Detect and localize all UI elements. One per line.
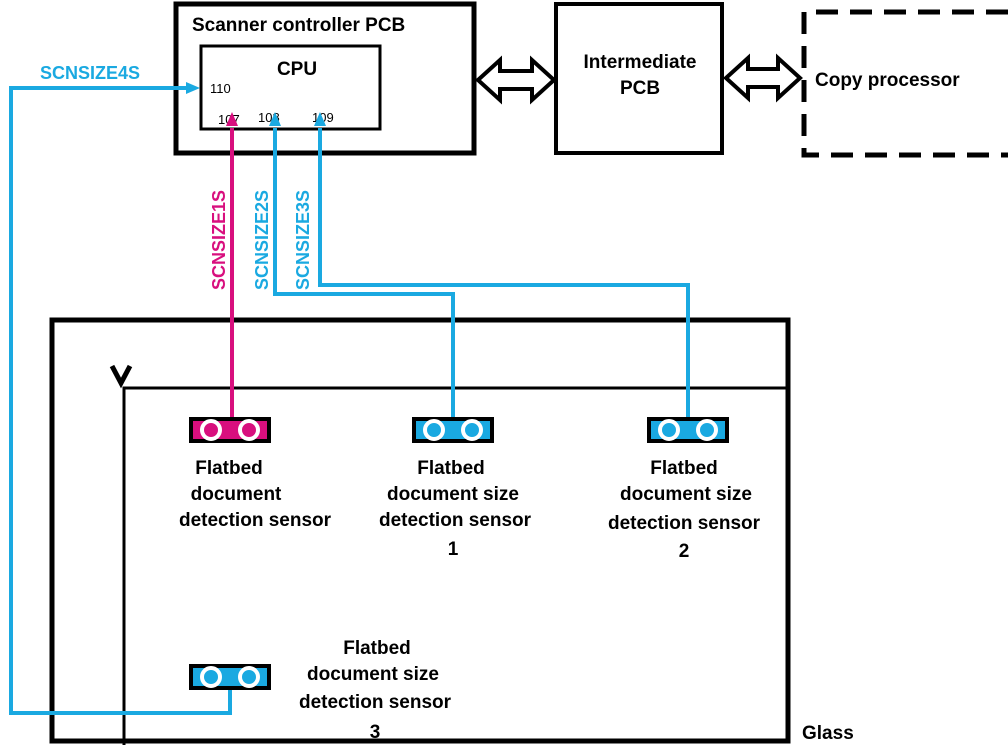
sensor-size-1-label-line2: document size [387, 484, 519, 505]
signal-label-scnsize3s: SCNSIZE3S [293, 190, 313, 290]
copy-processor-label: Copy processor [815, 70, 960, 91]
pin-110: 110 [210, 81, 231, 96]
scanner-body-box [49, 317, 791, 744]
sensor-size-3-label-line3: detection sensor [299, 692, 452, 713]
sensor-size-3 [189, 664, 271, 690]
cpu-box [199, 44, 382, 131]
sensor-detection-led-left [200, 419, 222, 441]
signal-label-scnsize1s: SCNSIZE1S [209, 190, 229, 290]
sensor-size-1-label-line4: 1 [448, 539, 459, 560]
wire-scnsize2s [273, 128, 455, 420]
intermediate-pcb-box [554, 2, 724, 155]
signal-label-scnsize4s: SCNSIZE4S [40, 63, 140, 83]
sensor-size-2-label-line2: document size [620, 484, 752, 505]
sensor-size-3-label-line4: 3 [370, 722, 381, 743]
scanner-controller-pcb-label: Scanner controller PCB [192, 15, 405, 36]
sensor-size-3-label: Flatbed document size detection sensor 3 [299, 638, 452, 743]
sensor-detection-led-right [238, 419, 260, 441]
sensor-size-3-led-right [238, 666, 260, 688]
sensor-size-2 [647, 417, 729, 443]
wire-scnsize3s [318, 128, 690, 420]
glass-label: Glass [802, 723, 854, 744]
sensor-detection-label-line1: Flatbed [195, 458, 263, 479]
signal-label-scnsize2s: SCNSIZE2S [252, 190, 272, 290]
sensor-size-1-led-right [461, 419, 483, 441]
sensor-detection-label: Flatbed document detection sensor [179, 458, 332, 531]
sensor-detection-label-line3: detection sensor [179, 510, 332, 531]
wire-scnsize4s [9, 86, 232, 715]
sensor-size-1-led-left [423, 419, 445, 441]
sensor-size-3-label-line1: Flatbed [343, 638, 411, 659]
glass-corner-mark [109, 364, 133, 389]
wire-scnsize1s-arrowhead [226, 112, 238, 126]
sensor-size-2-label-line1: Flatbed [650, 458, 718, 479]
sensor-size-2-led-right [696, 419, 718, 441]
wire-scnsize3s-arrowhead [314, 112, 326, 126]
sensor-size-2-label-line4: 2 [679, 541, 690, 562]
glass-outline [122, 386, 788, 745]
scanner-controller-pcb-box [173, 1, 477, 156]
sensor-size-2-led-left [658, 419, 680, 441]
sensor-size-2-label: Flatbed document size detection sensor 2 [608, 458, 761, 562]
wire-scnsize4s-arrowhead [186, 82, 200, 94]
sensor-size-2-label-line3: detection sensor [608, 513, 761, 534]
sensor-detection [189, 417, 271, 443]
sensor-detection-label-line2: document [191, 484, 282, 505]
connector-arrow-pcb-intermediate [475, 55, 557, 105]
sensor-size-1-label-line1: Flatbed [417, 458, 485, 479]
sensor-size-1 [412, 417, 494, 443]
sensor-size-3-led-left [200, 666, 222, 688]
intermediate-pcb-label-line1: Intermediate [584, 52, 697, 73]
connector-arrow-intermediate-copy [723, 53, 803, 103]
wire-scnsize2s-arrowhead [269, 112, 281, 126]
sensor-size-3-label-line2: document size [307, 664, 439, 685]
intermediate-pcb-label-line2: PCB [620, 78, 660, 99]
sensor-size-1-label-line3: detection sensor [379, 510, 532, 531]
sensor-size-1-label: Flatbed document size detection sensor 1 [379, 458, 532, 560]
copy-processor-box [801, 9, 1008, 158]
cpu-label: CPU [277, 59, 317, 80]
